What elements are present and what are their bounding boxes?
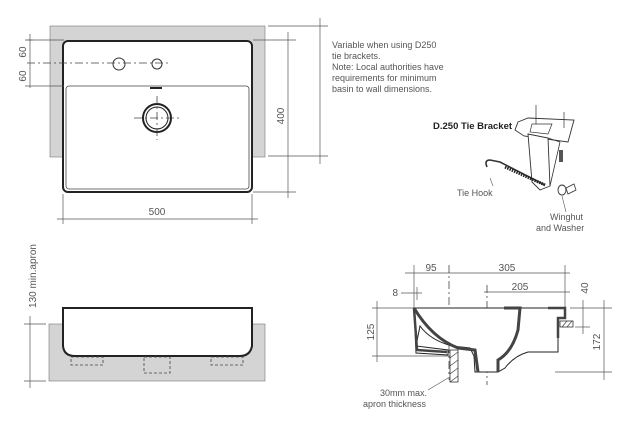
dim-8: 8 — [392, 288, 398, 299]
note-line-1: Variable when using D250 — [332, 40, 436, 50]
tie-bracket-illustration: D.250 Tie Bracket Tie Hook Winghut and W… — [433, 105, 584, 233]
dim-125: 125 — [366, 323, 377, 340]
note-line-5: basin to wall dimensions. — [332, 84, 432, 94]
dim-60-top: 60 — [18, 46, 29, 58]
winghut-label-2: and Washer — [536, 223, 584, 233]
dim-172: 172 — [592, 333, 603, 350]
plan-view: 60 60 500 400 — [18, 18, 328, 224]
front-elevation: 130 min.apron — [24, 244, 266, 388]
winghut-label-1: Winghut — [550, 212, 584, 222]
dim-60-bottom: 60 — [18, 70, 29, 82]
dim-apron: 130 min.apron — [28, 244, 39, 308]
dim-95: 95 — [425, 263, 437, 274]
note-line-4: requirements for minimum — [332, 73, 437, 83]
section-view: 95 305 205 8 125 40 172 — [363, 263, 612, 409]
wall-notes: Variable when using D250 tie brackets. N… — [332, 40, 444, 94]
note-line-3: Note: Local authorities have — [332, 62, 444, 72]
basin-bowl — [65, 85, 250, 190]
tap-hole-left — [112, 57, 126, 71]
basin-front — [62, 307, 253, 357]
note-line-2: tie brackets. — [332, 51, 381, 61]
dim-40: 40 — [580, 282, 591, 294]
bracket-title: D.250 Tie Bracket — [433, 121, 513, 132]
apron-note-1: 30mm max. — [380, 388, 427, 398]
apron-note-2: apron thickness — [363, 399, 427, 409]
dim-205: 205 — [512, 282, 529, 293]
dim-width: 500 — [149, 207, 166, 218]
tie-hook-label: Tie Hook — [457, 188, 493, 198]
tap-hole-right — [151, 58, 163, 70]
dim-305: 305 — [499, 263, 516, 274]
dim-depth: 400 — [276, 107, 287, 124]
